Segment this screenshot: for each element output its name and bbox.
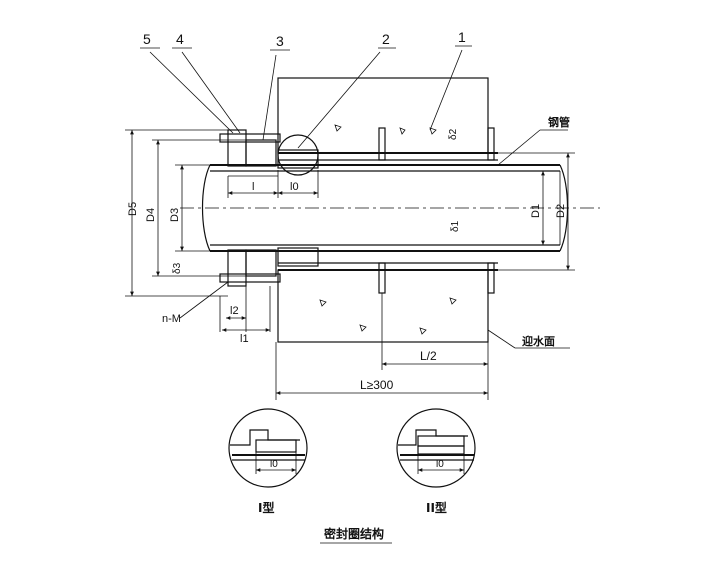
left-dimensions: [125, 129, 246, 297]
right-dimensions: [487, 129, 575, 349]
callout-leaders: [140, 45, 472, 149]
detail-type-1: [228, 408, 308, 488]
label-D3: D3: [169, 208, 181, 222]
label-steel-pipe: 钢管: [548, 115, 570, 129]
bottom-dimensions: [179, 170, 489, 400]
label-delta1: δ1: [450, 220, 461, 232]
casing-tube: [278, 127, 498, 294]
detail-2-label: II型: [426, 500, 447, 515]
label-delta3: δ3: [172, 262, 183, 274]
figure-caption: 密封圈结构: [324, 526, 384, 541]
label-D4: D4: [145, 208, 157, 222]
label-l: l: [252, 181, 254, 193]
detail-1-label: I型: [258, 500, 274, 515]
label-l2: l2: [230, 305, 239, 317]
detail-2-l0: l0: [436, 459, 444, 470]
label-half-L: L/2: [420, 349, 437, 363]
steel-pipe: [180, 164, 600, 252]
callout-1: 1: [458, 29, 466, 45]
callout-numbers: 5 4 3 2 1: [143, 29, 466, 49]
concrete-wall: [277, 77, 489, 343]
label-D5: D5: [127, 202, 139, 216]
label-l1: l1: [240, 333, 249, 345]
label-D1: D1: [530, 204, 542, 218]
flange-assembly: [219, 129, 319, 287]
callout-2: 2: [382, 31, 390, 47]
label-delta2: δ2: [448, 128, 459, 140]
label-water-face: 迎水面: [522, 334, 555, 348]
label-n-m: n-M: [162, 313, 181, 325]
callout-4: 4: [176, 31, 184, 47]
detail-type-2: [396, 408, 476, 488]
detail-1-l0: l0: [270, 459, 278, 470]
callout-3: 3: [276, 33, 284, 49]
callout-5: 5: [143, 31, 151, 47]
label-L-min: L≥300: [360, 378, 394, 392]
label-l0: l0: [290, 181, 299, 193]
label-D2: D2: [555, 204, 567, 218]
